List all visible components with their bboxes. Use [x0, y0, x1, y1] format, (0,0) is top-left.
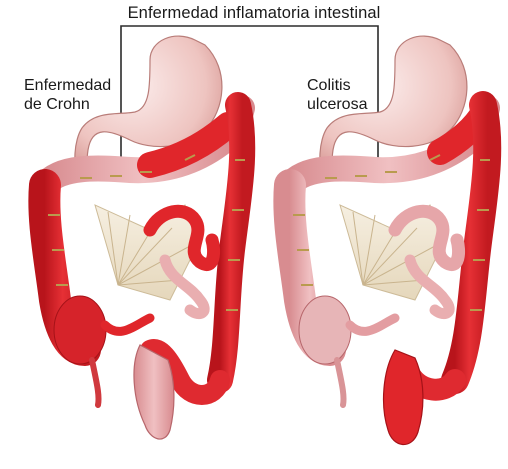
cecum — [54, 296, 106, 364]
crohn-label-line1: Enfermedad — [24, 76, 111, 95]
uc-label: Colitis ulcerosa — [307, 76, 367, 114]
cecum — [299, 296, 351, 364]
uc-label-line2: ulcerosa — [307, 95, 367, 114]
crohn-label: Enfermedad de Crohn — [24, 76, 111, 114]
appendix — [337, 360, 344, 405]
rectum — [384, 350, 423, 445]
uc-label-line1: Colitis — [307, 76, 367, 95]
crohn-label-line2: de Crohn — [24, 95, 111, 114]
appendix — [92, 360, 99, 405]
diagram-title: Enfermedad inflamatoria intestinal — [0, 4, 508, 23]
